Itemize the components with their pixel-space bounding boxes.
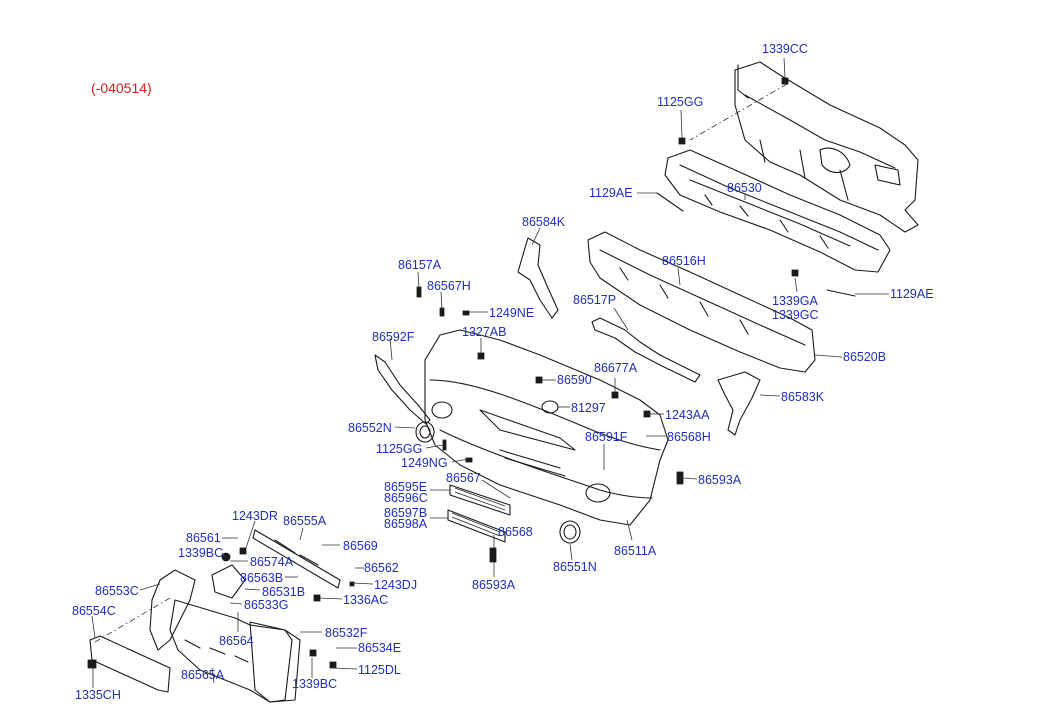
part-number-label: 1243DJ xyxy=(374,578,418,592)
part-number-label: 1339CC xyxy=(762,42,808,56)
part-number-label: 86593A xyxy=(698,473,742,487)
part-number-label: 86552N xyxy=(348,421,392,435)
part-number-label: 86517P xyxy=(573,293,617,307)
part-number-label: 86562 xyxy=(364,561,399,575)
part-number-label: 86532F xyxy=(325,626,368,640)
leader-lines xyxy=(91,57,889,688)
part-number-label: 86563B xyxy=(240,571,284,585)
part-number-label: 86553C xyxy=(95,584,139,598)
fog-bezels xyxy=(415,421,581,544)
upper-carrier-panel xyxy=(734,61,919,233)
part-number-label: 86598A xyxy=(384,517,428,531)
part-number-label: 86584K xyxy=(522,215,566,229)
part-number-label: 86520B xyxy=(843,350,887,364)
part-number-label: 1243AA xyxy=(665,408,710,422)
part-number-label: 86561 xyxy=(186,531,221,545)
part-number-label: 1249NE xyxy=(489,306,535,320)
part-number-label: 86597B xyxy=(384,506,428,520)
part-number-label: 86591F xyxy=(585,430,628,444)
guard-assembly xyxy=(89,529,341,703)
part-number-label: 1339GC xyxy=(772,308,819,322)
part-number-label: 86569 xyxy=(343,539,378,553)
part-number-label: 86531B xyxy=(262,585,306,599)
part-number-label: 86592F xyxy=(372,330,415,344)
energy-absorber xyxy=(587,231,816,373)
part-number-label: 1327AB xyxy=(462,325,507,339)
part-number-label: 86595E xyxy=(384,480,428,494)
bumper-cover xyxy=(424,329,669,526)
part-number-label: 86568 xyxy=(498,525,533,539)
part-number-label: 1125DL xyxy=(358,663,401,677)
part-number-label: 86157A xyxy=(398,258,442,272)
trim-strip xyxy=(374,354,431,425)
part-number-label: 1243DR xyxy=(232,509,278,523)
part-number-label: 1335CH xyxy=(75,688,121,702)
part-number-label: 1129AE xyxy=(589,186,633,200)
part-number-label: 86533G xyxy=(244,598,289,612)
part-number-label: 86574A xyxy=(250,555,294,569)
upper-bar xyxy=(591,317,701,383)
part-number-label: 86567H xyxy=(427,279,471,293)
part-number-label: 86530 xyxy=(727,181,762,195)
part-number-label: 1336AC xyxy=(343,593,389,607)
part-number-label: 86677A xyxy=(594,361,638,375)
part-number-label: 1339BC xyxy=(178,546,224,560)
part-number-label: 1125GG xyxy=(657,95,704,109)
part-number-label: 81297 xyxy=(571,401,606,415)
part-number-label: 86565A xyxy=(181,668,225,682)
part-number-label: 86516H xyxy=(662,254,706,268)
part-number-label: 86564 xyxy=(219,634,254,648)
part-number-label: 1339GA xyxy=(772,294,818,308)
revision-code: (-040514) xyxy=(91,80,152,96)
part-number-label: 86551N xyxy=(553,560,597,574)
part-number-label: 86568H xyxy=(667,430,711,444)
part-number-label: 1125GG xyxy=(376,442,423,456)
back-beam xyxy=(664,149,891,273)
part-number-label: 86511A xyxy=(614,544,657,558)
part-number-label: 86596C xyxy=(384,491,428,505)
part-number-label: 86567 xyxy=(446,471,481,485)
part-number-label: 86534E xyxy=(358,641,402,655)
part-number-label: 86593A xyxy=(472,578,516,592)
part-number-label: 1339BC xyxy=(292,677,338,691)
part-number-label: 1129AE xyxy=(890,287,934,301)
part-number-label: 86583K xyxy=(781,390,825,404)
side-brackets xyxy=(517,237,761,436)
part-number-label: 1249NG xyxy=(401,456,448,470)
lower-grilles xyxy=(447,484,511,543)
part-number-label: 86554C xyxy=(72,604,116,618)
part-number-label: 86555A xyxy=(283,514,327,528)
part-number-label: 86590 xyxy=(557,373,592,387)
